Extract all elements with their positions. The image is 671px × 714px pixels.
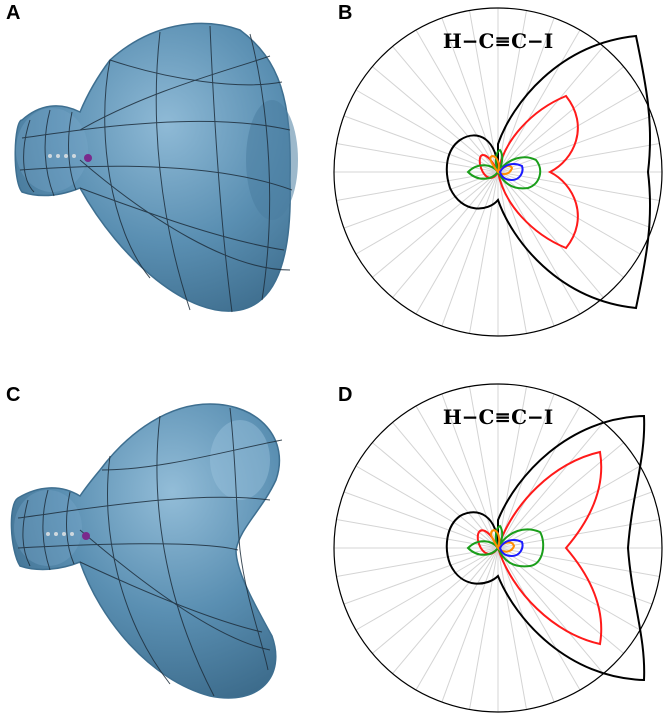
polar-spoke	[497, 405, 581, 549]
polar-plot-d: H−C≡C−I	[333, 383, 663, 713]
polar-spoke	[497, 29, 581, 173]
polar-spoke	[497, 143, 660, 173]
polar-spoke	[497, 465, 641, 549]
curve-blue	[498, 539, 524, 558]
atom-markers	[48, 154, 92, 162]
polar-spoke	[392, 547, 499, 674]
polar-spoke	[415, 29, 499, 173]
polar-frame	[333, 383, 663, 713]
polar-curves	[445, 34, 652, 310]
polar-spoke	[497, 66, 624, 173]
polar-spoke	[497, 422, 604, 549]
polar-spoke	[497, 386, 527, 549]
polar-spoke	[336, 547, 499, 577]
surface-body	[10, 403, 281, 699]
polar-spoke	[355, 465, 499, 549]
polar-spoke	[415, 405, 499, 549]
polar-spoke	[415, 547, 499, 691]
polar-spoke	[343, 491, 499, 549]
polar-spoke	[469, 386, 499, 549]
surface-plot-c	[10, 403, 283, 699]
polar-spoke	[372, 66, 499, 173]
polar-spoke	[392, 422, 499, 549]
polar-frame	[333, 7, 663, 337]
polar-title-b: H−C≡C−I	[443, 29, 553, 53]
polar-spoke	[497, 547, 660, 577]
polar-curves	[445, 414, 646, 682]
polar-spoke	[497, 171, 527, 334]
polar-spoke	[343, 547, 499, 605]
curve-red	[476, 450, 603, 646]
polar-spoke	[497, 393, 555, 549]
curve-green	[466, 524, 545, 568]
polar-spoke	[497, 547, 527, 710]
polar-spoke	[497, 171, 641, 255]
panel-label-d: D	[338, 384, 353, 406]
polar-spoke	[497, 46, 604, 173]
surface-mesh	[19, 25, 293, 313]
polar-spoke	[497, 547, 604, 674]
polar-spoke	[372, 442, 499, 549]
polar-spoke	[372, 171, 499, 278]
surface-plot-a	[14, 22, 298, 313]
polar-spoke	[469, 547, 499, 710]
atom-markers	[46, 532, 90, 540]
panel-label-c: C	[6, 384, 21, 406]
polar-spoke	[497, 519, 660, 549]
polar-spoke	[336, 171, 499, 201]
polar-spoke	[336, 143, 499, 173]
polar-spoke	[497, 171, 624, 278]
polar-spoke	[355, 89, 499, 173]
polar-spoke	[355, 171, 499, 255]
curve-red	[478, 94, 579, 250]
curve-green	[466, 148, 542, 190]
polar-plot-b: H−C≡C−I	[333, 7, 663, 337]
polar-spoke	[441, 393, 499, 549]
polar-spoke	[497, 491, 653, 549]
polar-spoke	[497, 10, 527, 173]
iodine-atom	[82, 532, 90, 540]
polar-spoke	[497, 171, 660, 201]
polar-spoke	[497, 547, 555, 703]
polar-spoke	[497, 171, 581, 315]
surface-mesh	[17, 407, 283, 697]
polar-spoke	[469, 171, 499, 334]
polar-spoke	[497, 547, 653, 605]
polar-spoke	[469, 10, 499, 173]
polar-spoke	[497, 547, 641, 631]
polar-spoke	[392, 171, 499, 298]
polar-spoke	[497, 547, 581, 691]
polar-spoke	[336, 519, 499, 549]
polar-spoke	[415, 171, 499, 315]
curve-orange	[490, 528, 516, 553]
curve-blue	[498, 163, 524, 182]
curve-black	[445, 34, 652, 310]
polar-spoke	[392, 46, 499, 173]
polar-spoke	[355, 547, 499, 631]
curve-orange	[489, 154, 514, 176]
curve-black	[445, 414, 646, 682]
iodine-atom	[84, 154, 92, 162]
polar-spoke	[372, 547, 499, 654]
polar-spoke	[343, 171, 499, 229]
polar-spoke	[441, 17, 499, 173]
polar-title-d: H−C≡C−I	[443, 405, 553, 429]
panel-label-a: A	[6, 2, 21, 24]
polar-spoke	[441, 171, 499, 327]
polar-spoke	[497, 171, 604, 298]
polar-spoke	[343, 115, 499, 173]
polar-spoke	[441, 547, 499, 703]
panel-label-b: B	[338, 2, 353, 24]
